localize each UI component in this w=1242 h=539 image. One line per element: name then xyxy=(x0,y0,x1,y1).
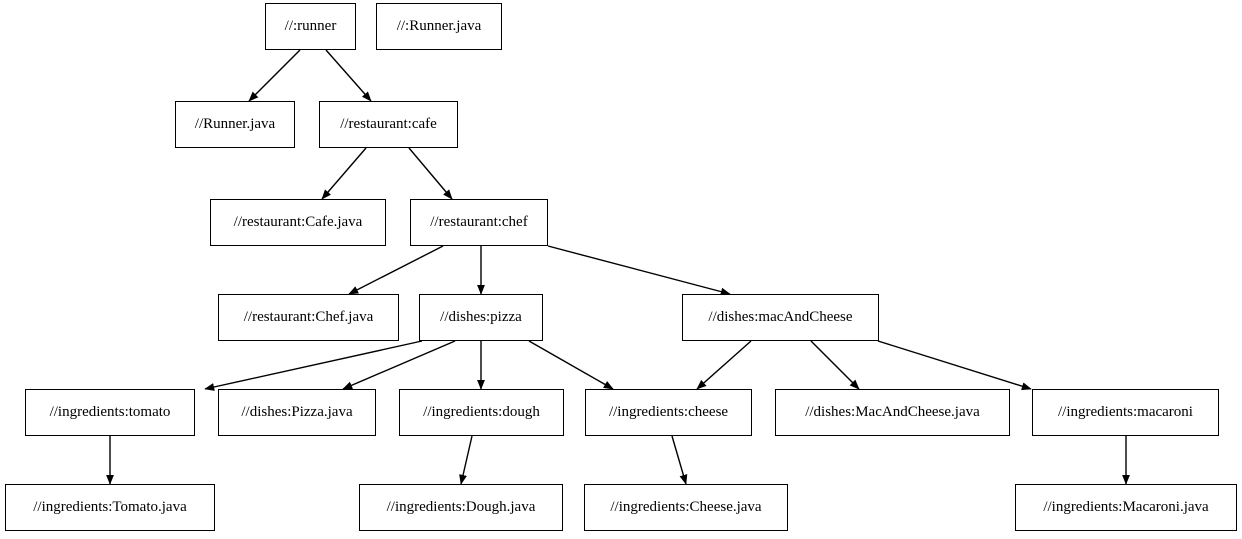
graph-node-label: //ingredients:macaroni xyxy=(1058,404,1193,420)
graph-node-dishes_mac[interactable]: //dishes:macAndCheese xyxy=(682,294,879,341)
graph-node-label: //restaurant:cafe xyxy=(340,116,437,132)
graph-node-label: //dishes:Pizza.java xyxy=(241,404,353,420)
graph-node-label: //ingredients:tomato xyxy=(49,404,171,420)
graph-node-label: //ingredients:Cheese.java xyxy=(610,499,762,515)
graph-node-label: //dishes:macAndCheese xyxy=(708,309,853,325)
graph-node-label: //ingredients:Dough.java xyxy=(386,499,536,515)
graph-node-label: //Runner.java xyxy=(194,116,276,132)
graph-node-ing_dough[interactable]: //ingredients:dough xyxy=(399,389,564,436)
graph-node-label: //restaurant:Cafe.java xyxy=(233,214,363,230)
graph-node-label: //:runner xyxy=(284,18,337,34)
graph-node-runner[interactable]: //:runner xyxy=(265,3,356,50)
graph-node-macaroni_java[interactable]: //ingredients:Macaroni.java xyxy=(1015,484,1237,531)
graph-node-ing_macaroni[interactable]: //ingredients:macaroni xyxy=(1032,389,1219,436)
graph-node-dough_java[interactable]: //ingredients:Dough.java xyxy=(359,484,563,531)
graph-node-cafe_java[interactable]: //restaurant:Cafe.java xyxy=(210,199,386,246)
graph-node-label: //ingredients:Macaroni.java xyxy=(1043,499,1209,515)
graph-node-label: //dishes:MacAndCheese.java xyxy=(805,404,980,420)
graph-node-restaurant_cafe[interactable]: //restaurant:cafe xyxy=(319,101,458,148)
graph-node-runner_java_root[interactable]: //:Runner.java xyxy=(376,3,502,50)
graph-node-label: //:Runner.java xyxy=(396,18,482,34)
graph-node-pizza_java[interactable]: //dishes:Pizza.java xyxy=(218,389,376,436)
graph-node-label: //ingredients:cheese xyxy=(608,404,729,420)
graph-node-mac_java[interactable]: //dishes:MacAndCheese.java xyxy=(775,389,1010,436)
graph-node-runner_java[interactable]: //Runner.java xyxy=(175,101,295,148)
graph-node-restaurant_chef[interactable]: //restaurant:chef xyxy=(410,199,548,246)
graph-node-ing_tomato[interactable]: //ingredients:tomato xyxy=(25,389,195,436)
graph-node-label: //restaurant:chef xyxy=(430,214,528,230)
graph-node-tomato_java[interactable]: //ingredients:Tomato.java xyxy=(5,484,215,531)
graph-node-label: //dishes:pizza xyxy=(440,309,522,325)
graph-node-chef_java[interactable]: //restaurant:Chef.java xyxy=(218,294,399,341)
graph-node-label: //ingredients:Tomato.java xyxy=(33,499,187,515)
graph-node-label: //ingredients:dough xyxy=(423,404,540,420)
graph-node-label: //restaurant:Chef.java xyxy=(243,309,374,325)
graph-node-dishes_pizza[interactable]: //dishes:pizza xyxy=(419,294,543,341)
graph-node-cheese_java[interactable]: //ingredients:Cheese.java xyxy=(584,484,788,531)
graph-node-ing_cheese[interactable]: //ingredients:cheese xyxy=(585,389,752,436)
